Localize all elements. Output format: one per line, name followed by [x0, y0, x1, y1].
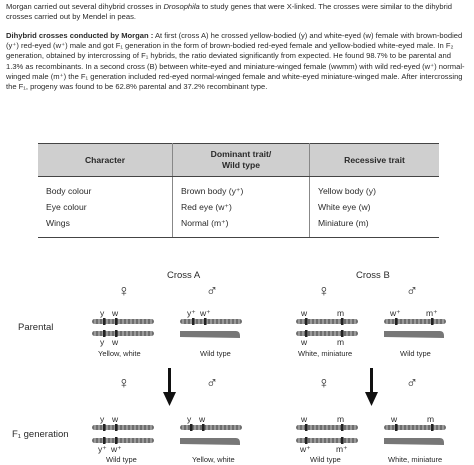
svg-text:y: y	[100, 337, 105, 347]
header-dominant: Dominant trait/ Wild type	[172, 143, 310, 177]
species-name: Drosophila	[163, 2, 200, 11]
cross-b-title: Cross B	[356, 270, 390, 281]
label-b-parental-female: White, miniature	[298, 349, 352, 358]
arrow-down-icon	[365, 368, 378, 406]
female-icon: ♀	[318, 375, 330, 392]
cell-character: Body colour	[38, 176, 173, 199]
female-icon: ♀	[318, 283, 330, 300]
label-a-parental-male: Wild type	[200, 349, 231, 358]
cell-dominant: Red eye (w⁺)	[172, 199, 310, 215]
chromosome-pair-b-parental-female: w m w m	[296, 308, 358, 347]
svg-text:m: m	[427, 414, 434, 424]
chromosome-pair-a-parental-male: y⁺ w⁺	[180, 308, 242, 338]
label-a-f1-female: Wild type	[106, 455, 137, 464]
cell-character: Eye colour	[38, 199, 173, 215]
svg-text:m: m	[337, 308, 344, 318]
row-label-parental: Parental	[18, 322, 53, 333]
chromosome-pair-b-f1-male: w m	[384, 414, 446, 445]
svg-text:m⁺: m⁺	[426, 308, 438, 318]
svg-text:w: w	[300, 414, 308, 424]
svg-text:w⁺: w⁺	[199, 308, 211, 318]
chromosome-pair-b-parental-male: w⁺ m⁺	[384, 308, 446, 338]
svg-text:m: m	[337, 414, 344, 424]
label-b-f1-female: Wild type	[310, 455, 341, 464]
chromosome-pair-b-f1-female: w m w⁺ m⁺	[296, 414, 358, 454]
intro-paragraph: Morgan carried out several dihybrid cros…	[6, 2, 453, 22]
male-icon: ♂	[206, 375, 218, 392]
table-header-row: Character Dominant trait/ Wild type Rece…	[38, 143, 439, 177]
svg-text:w⁺: w⁺	[110, 444, 122, 454]
morgan-crosses-paragraph: Dihybrid crosses conducted by Morgan : A…	[6, 31, 470, 92]
svg-text:y: y	[100, 414, 105, 424]
row-label-f1: F₁ generation	[12, 429, 69, 440]
cross-a-title: Cross A	[167, 270, 201, 281]
male-icon: ♂	[206, 283, 218, 300]
svg-text:w: w	[198, 414, 206, 424]
cell-recessive: White eye (w)	[318, 202, 371, 212]
female-icon: ♀	[118, 375, 130, 392]
cross-diagram: Cross A Cross B ♀ ♂ ♀ ♂ Parental F₁ gene…	[12, 270, 446, 464]
header-recessive: Recessive trait	[309, 143, 439, 177]
label-b-parental-male: Wild type	[400, 349, 431, 358]
table-row: Eye colour Red eye (w⁺) White eye (w)	[38, 199, 439, 215]
svg-text:y⁺: y⁺	[187, 308, 196, 318]
svg-text:w: w	[300, 337, 308, 347]
cell-character: Wings	[38, 215, 173, 238]
label-a-f1-male: Yellow, white	[192, 455, 235, 464]
svg-text:w: w	[300, 308, 308, 318]
chromosome-pair-a-f1-male: y w	[180, 414, 242, 445]
cell-recessive: Miniature (m)	[309, 215, 439, 238]
section-body: At first (cross A) he crossed yellow-bod…	[6, 31, 465, 92]
arrow-down-icon	[163, 368, 176, 406]
svg-text:y⁺: y⁺	[98, 444, 107, 454]
svg-text:m: m	[337, 337, 344, 347]
chromosome-pair-a-f1-female: y w y⁺ w⁺	[92, 414, 154, 454]
label-b-f1-male: White, miniature	[388, 455, 442, 464]
cell-dominant: Normal (m⁺)	[172, 215, 310, 238]
svg-text:w⁺: w⁺	[389, 308, 401, 318]
svg-text:w: w	[111, 414, 119, 424]
table-row: Body colour Brown body (y⁺) Yellow body …	[38, 176, 439, 199]
svg-text:y: y	[187, 414, 192, 424]
cell-dominant: Brown body (y⁺)	[172, 176, 310, 199]
section-heading: Dihybrid crosses conducted by Morgan :	[6, 31, 154, 40]
svg-text:m⁺: m⁺	[336, 444, 348, 454]
header-character: Character	[38, 143, 173, 177]
label-a-parental-female: Yellow, white	[98, 349, 141, 358]
male-icon: ♂	[406, 375, 418, 392]
male-icon: ♂	[406, 283, 418, 300]
svg-text:w: w	[111, 308, 119, 318]
svg-text:y: y	[100, 308, 105, 318]
traits-table: Character Dominant trait/ Wild type Rece…	[38, 143, 439, 238]
chromosome-pair-a-parental-female: y w y w	[92, 308, 154, 347]
svg-text:w: w	[111, 337, 119, 347]
table-row: Wings Normal (m⁺) Miniature (m)	[38, 215, 439, 238]
cell-recessive: Yellow body (y)	[318, 186, 376, 196]
svg-text:w: w	[390, 414, 398, 424]
svg-text:w⁺: w⁺	[299, 444, 311, 454]
female-icon: ♀	[118, 283, 130, 300]
